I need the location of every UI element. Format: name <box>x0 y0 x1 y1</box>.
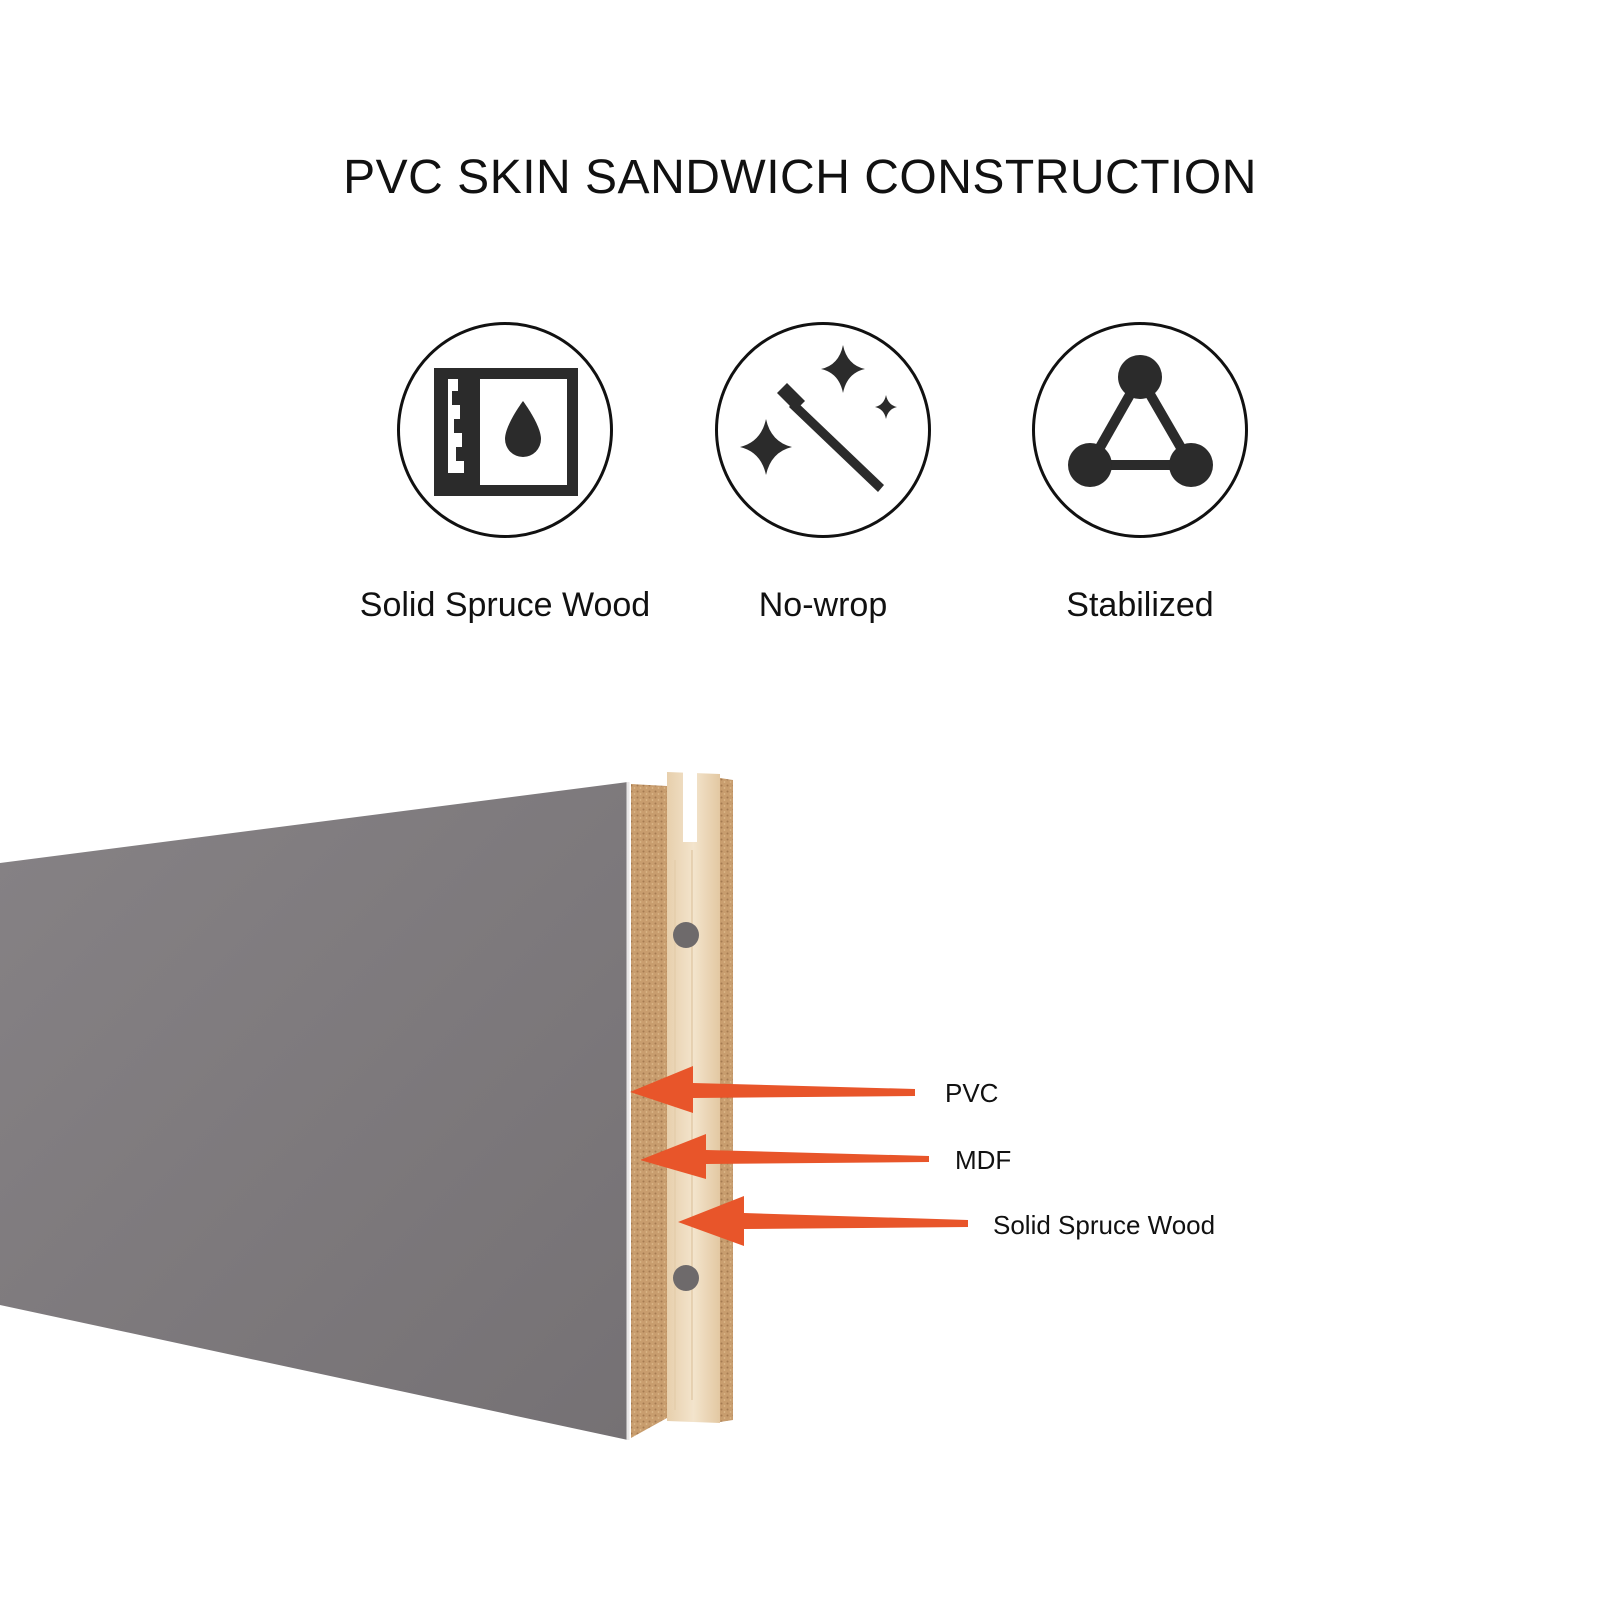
feature-icon-circle <box>1032 322 1248 538</box>
feature-label: Stabilized <box>1066 586 1214 624</box>
waterproof-board-icon <box>434 368 578 496</box>
magic-wand-icon <box>740 345 897 492</box>
dowel-hole <box>673 922 699 948</box>
mdf-layer-back <box>720 778 733 1422</box>
feature-icon-circle <box>715 322 931 538</box>
callout-arrow-spruce-wood <box>678 1196 968 1246</box>
feature-label: Solid Spruce Wood <box>359 586 651 624</box>
dowel-hole <box>673 1265 699 1291</box>
feature-icon-circle <box>397 322 613 538</box>
feature-no-wrop: No-wrop <box>643 322 1003 625</box>
pvc-skin-face <box>0 782 630 1440</box>
triangle-nodes-icon <box>1068 355 1213 487</box>
callout-label-pvc: PVC <box>945 1078 999 1108</box>
callout-arrow-pvc <box>630 1066 915 1113</box>
callout-label-mdf: MDF <box>955 1145 1012 1175</box>
feature-solid-spruce-wood: Solid Spruce Wood <box>325 322 685 625</box>
feature-label: No-wrop <box>758 586 888 624</box>
board-cross-section-diagram <box>0 772 968 1440</box>
callout-arrow-mdf <box>640 1134 929 1179</box>
page-title: PVC SKIN SANDWICH CONSTRUCTION <box>343 151 1257 204</box>
feature-stabilized: Stabilized <box>960 322 1320 625</box>
callout-label-solid-spruce-wood: Solid Spruce Wood <box>993 1210 1216 1240</box>
mdf-layer-front <box>631 784 667 1438</box>
